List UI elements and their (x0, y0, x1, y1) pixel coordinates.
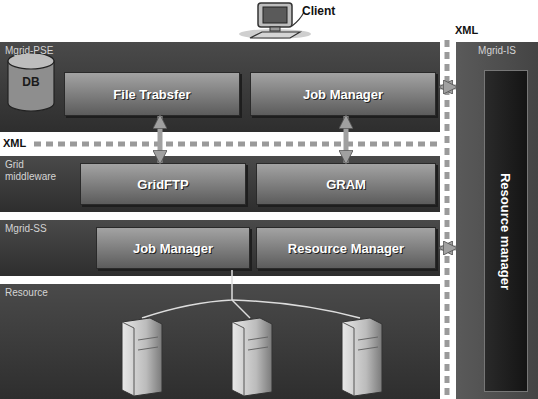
protocol-label: XML (3, 137, 26, 149)
double-arrow (158, 116, 163, 163)
layer-band: Mgrid-PSE DB File Trabsfer Job Manager (0, 42, 440, 132)
server-icon (342, 318, 382, 396)
database-cylinder: DB (6, 52, 56, 112)
module-box: Job Manager (250, 72, 436, 116)
protocol-label: XML (455, 24, 478, 36)
client-label: Client (302, 4, 335, 18)
module-box: GRAM (256, 163, 436, 205)
double-arrow (344, 116, 349, 163)
module-label: GRAM (326, 177, 366, 192)
xml-channel (34, 142, 440, 147)
layer-band: Grid middlewareGridFTP GRAM (0, 156, 440, 212)
vertical-box: Resource manager (484, 70, 528, 392)
module-box: Job Manager (96, 227, 250, 269)
module-label: DB (22, 75, 39, 89)
module-label: Resource manager (499, 172, 514, 289)
module-label: GridFTP (137, 177, 188, 192)
module-box: Resource Manager (256, 227, 436, 269)
module-box: GridFTP (80, 163, 246, 205)
client-computer (239, 3, 311, 39)
layer-label: Grid middleware (5, 159, 67, 182)
layer-label: Mgrid-PSE (5, 45, 435, 57)
layer-label: Resource (5, 287, 435, 299)
module-box: File Trabsfer (64, 72, 240, 116)
module-label: Resource Manager (288, 241, 404, 256)
server-icon (122, 318, 162, 396)
xml-channel (445, 40, 450, 399)
server-icon (232, 318, 272, 396)
layer-band: Mgrid-SS Job Manager Resource Manager (0, 220, 440, 276)
layer-label: Mgrid-IS (460, 45, 534, 57)
layer-label: Mgrid-SS (5, 223, 435, 235)
resource-wire (142, 270, 360, 318)
double-arrow (440, 246, 456, 251)
module-label: File Trabsfer (113, 87, 190, 102)
module-label: Job Manager (303, 87, 383, 102)
side-panel: Mgrid-IS Resource manager (456, 42, 538, 399)
double-arrow (440, 85, 456, 90)
module-label: Job Manager (133, 241, 213, 256)
